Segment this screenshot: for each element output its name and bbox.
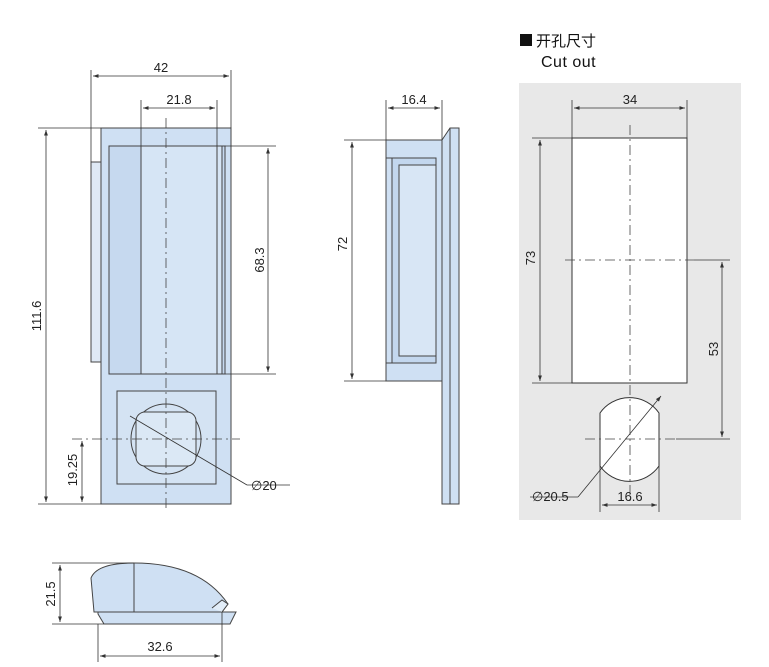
front-handle-height-label: 68.3 — [252, 247, 267, 272]
side-depth-label: 16.4 — [401, 92, 426, 107]
cutout-height-label: 73 — [523, 251, 538, 265]
front-hole-diameter-label: ∅20 — [251, 478, 277, 493]
bottom-view: 21.5 32.6 — [43, 562, 237, 662]
front-inner-width-label: 21.8 — [166, 92, 191, 107]
cutout-hole-offset-label: 53 — [706, 342, 721, 356]
front-handle-inner — [140, 145, 223, 375]
cutout-rect-opening — [571, 137, 688, 384]
cutout-hole-diameter-label: ∅20.5 — [532, 489, 569, 504]
front-back-tab — [90, 161, 102, 363]
side-view: 16.4 72 — [335, 92, 460, 505]
cutout-title-cn: 开孔尺寸 — [536, 32, 596, 50]
side-height-label: 72 — [335, 237, 350, 251]
bottom-height-label: 21.5 — [43, 581, 58, 606]
bottom-body — [90, 562, 229, 613]
cutout-section: 开孔尺寸 Cut out 34 73 53 ∅20.5 — [519, 32, 741, 520]
cutout-hole-flat-label: 16.6 — [617, 489, 642, 504]
cutout-hole-diameter-leader — [577, 395, 662, 498]
front-hole-leader — [129, 415, 248, 486]
side-body-inner — [398, 164, 437, 357]
front-height-label: 111.6 — [29, 301, 44, 332]
bottom-length-label: 32.6 — [147, 639, 172, 654]
cutout-title-square — [520, 34, 532, 46]
bottom-base-flange — [97, 611, 237, 625]
front-width-label: 42 — [154, 60, 168, 75]
front-hole-offset-label: 19.25 — [65, 454, 80, 487]
cutout-title-en: Cut out — [541, 54, 596, 71]
front-view: 42 21.8 111.6 68.3 19.25 ∅20 — [29, 60, 290, 512]
cutout-hole-opening — [599, 397, 660, 482]
cutout-width-label: 34 — [623, 92, 637, 107]
